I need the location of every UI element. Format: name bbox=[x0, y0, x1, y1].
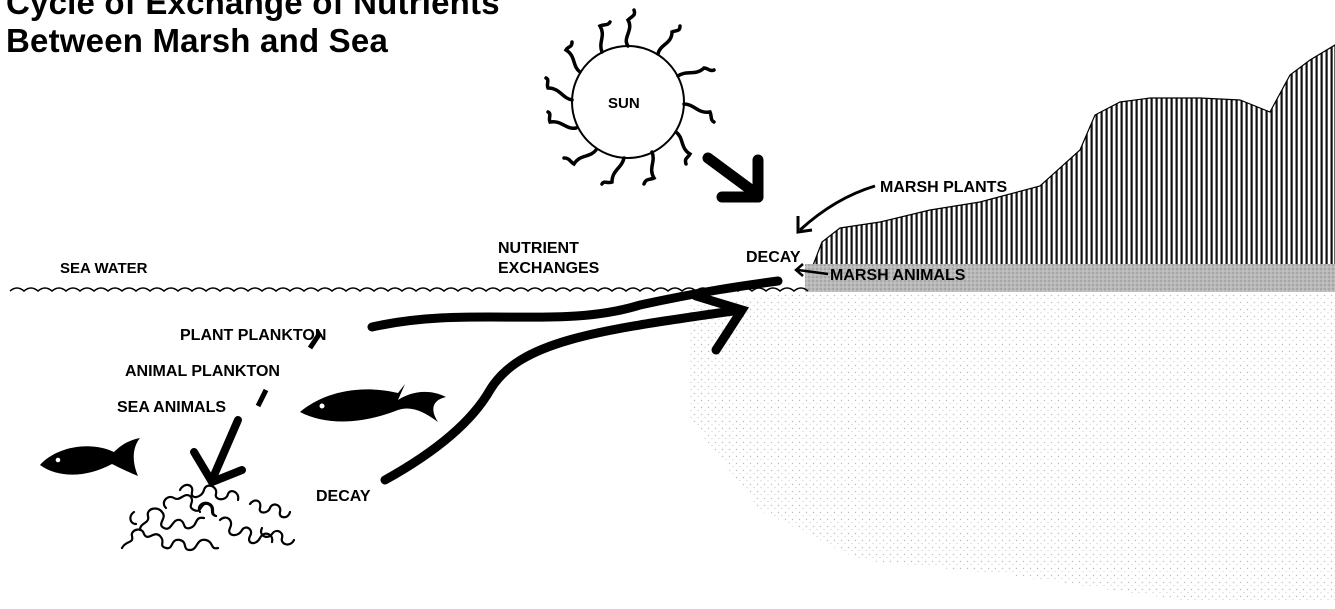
animal-plankton-label: ANIMAL PLANKTON bbox=[125, 363, 280, 380]
plant-plankton-label: PLANT PLANKTON bbox=[180, 327, 326, 344]
seabed-stipple bbox=[690, 292, 1335, 600]
marsh-animals-label: MARSH ANIMALS bbox=[830, 267, 966, 284]
nutrient-exchanges-label-1: NUTRIENT bbox=[498, 240, 579, 257]
decay-shore-label: DECAY bbox=[746, 249, 801, 266]
sea-water-label: SEA WATER bbox=[60, 260, 148, 277]
marsh-plants-label: MARSH PLANTS bbox=[880, 179, 1007, 196]
decay-bottom-label: DECAY bbox=[316, 488, 371, 505]
sunlight-arrow-icon bbox=[708, 158, 758, 197]
decay-down-arrow-icon bbox=[194, 420, 242, 482]
fish-icon bbox=[300, 384, 446, 422]
sun-label: SUN bbox=[608, 95, 640, 112]
sea-water-line bbox=[10, 288, 808, 291]
nutrient-exchanges-label-2: EXCHANGES bbox=[498, 260, 600, 277]
fish-icon bbox=[40, 438, 140, 476]
decay-to-marsh-arrow-icon bbox=[385, 296, 742, 480]
decay-debris-icon bbox=[122, 485, 294, 550]
sea-animals-label: SEA ANIMALS bbox=[117, 399, 226, 416]
plankton-link-line-2 bbox=[258, 390, 266, 406]
sun-icon: SUN bbox=[546, 10, 714, 184]
marsh-plants-grass bbox=[812, 45, 1335, 268]
